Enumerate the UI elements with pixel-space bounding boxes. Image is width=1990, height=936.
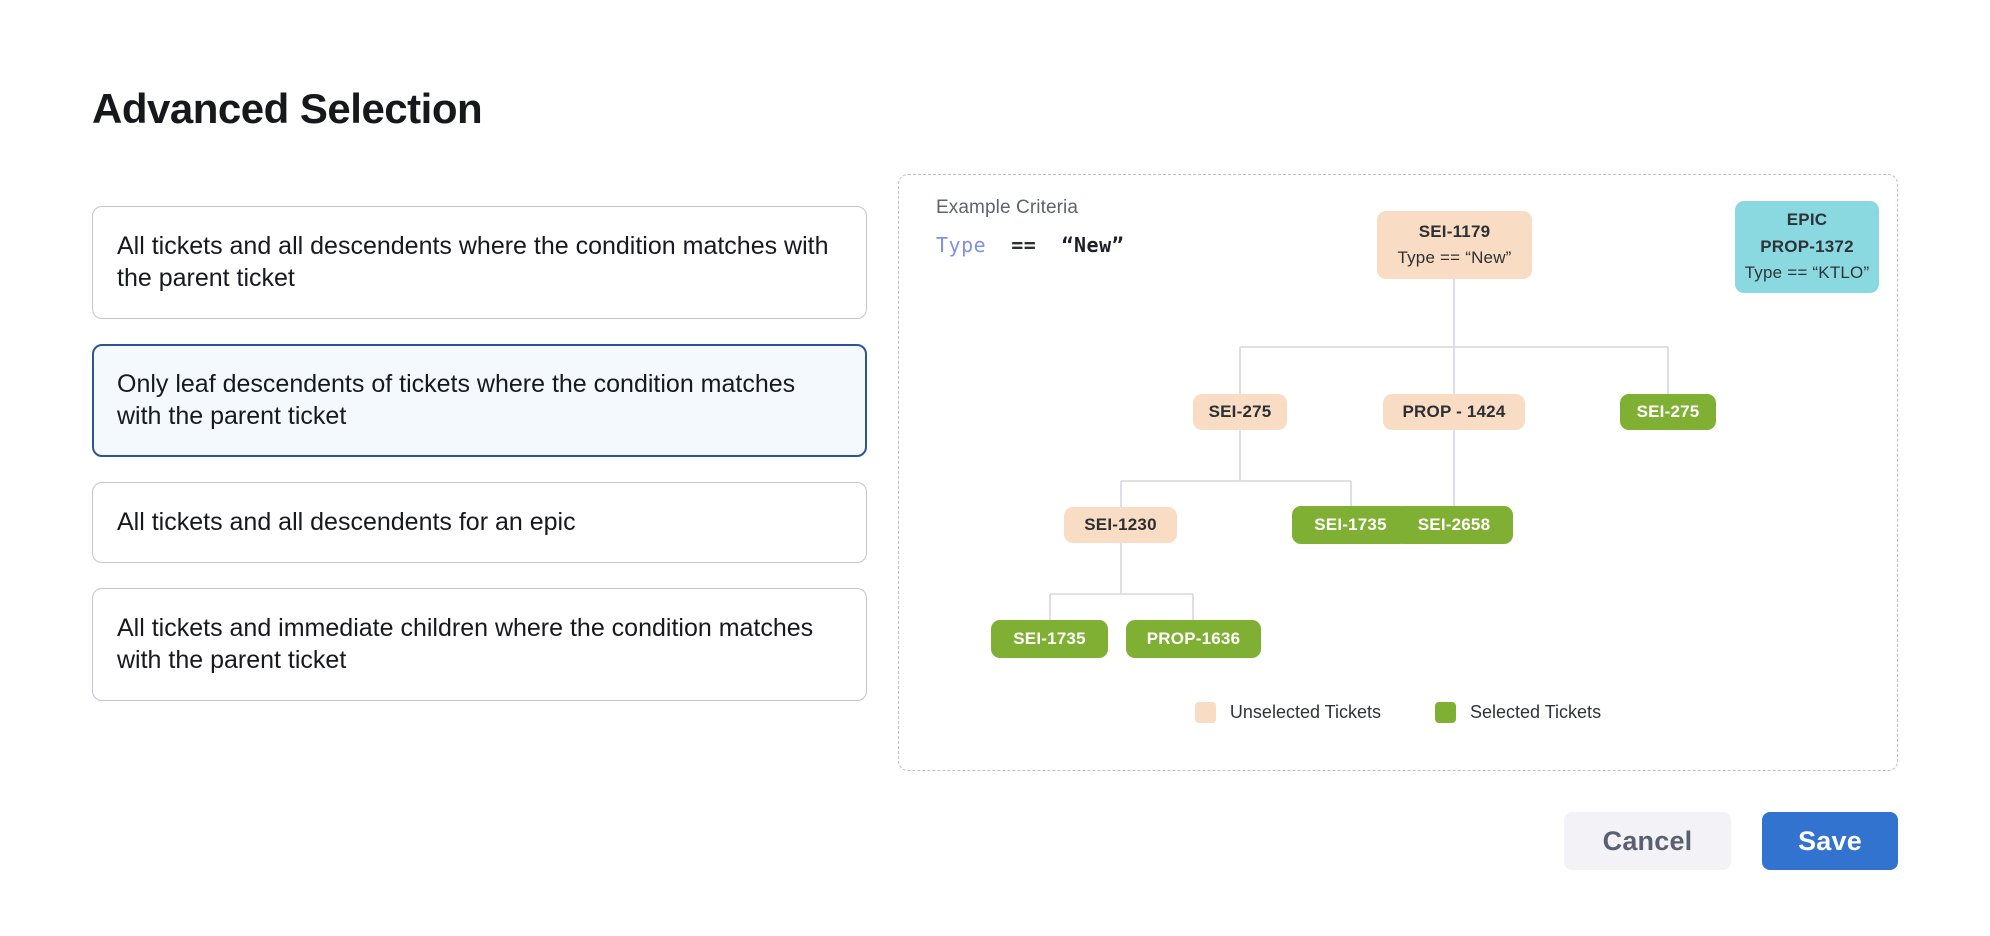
- option-all-descendents-condition[interactable]: All tickets and all descendents where th…: [92, 206, 867, 319]
- example-diagram-panel: Example Criteria Type == “New”: [898, 174, 1898, 771]
- node-condition: Type == “New”: [1397, 248, 1512, 267]
- selection-mode-options: All tickets and all descendents where th…: [92, 206, 867, 701]
- node-id: SEI-1735: [1013, 628, 1086, 648]
- node-id: SEI-1735: [1314, 514, 1387, 534]
- tree-node-prop-1636[interactable]: PROP-1636: [1126, 620, 1261, 658]
- tree-node-sei-1735-row3[interactable]: SEI-1735: [1292, 506, 1409, 544]
- page-title: Advanced Selection: [92, 85, 483, 133]
- tree-nodes: SEI-1179 Type == “New” EPIC PROP-1372 Ty…: [899, 175, 1897, 770]
- criteria-value: “New”: [1061, 233, 1125, 257]
- node-id: SEI-2658: [1417, 514, 1491, 534]
- node-id: SEI-275: [1208, 401, 1272, 421]
- option-label: All tickets and immediate children where…: [117, 614, 814, 674]
- option-all-descendents-epic[interactable]: All tickets and all descendents for an e…: [92, 482, 867, 563]
- legend-label: Unselected Tickets: [1229, 702, 1381, 722]
- legend-swatch-unselected-icon: [1194, 702, 1216, 723]
- legend-swatch-selected-icon: [1435, 702, 1456, 723]
- option-label: Only leaf descendents of tickets where t…: [117, 370, 796, 430]
- criteria-expression: Type == “New”: [936, 233, 1124, 257]
- node-id: PROP - 1424: [1402, 401, 1506, 421]
- node-id: SEI-275: [1636, 401, 1700, 421]
- tree-node-sei-2658[interactable]: SEI-2658: [1395, 506, 1513, 544]
- legend-label: Selected Tickets: [1470, 702, 1602, 722]
- tree-node-sei-1179[interactable]: SEI-1179 Type == “New”: [1377, 211, 1532, 279]
- tree-node-epic-prop-1372[interactable]: EPIC PROP-1372 Type == “KTLO”: [1735, 201, 1879, 293]
- criteria-label: Example Criteria: [936, 197, 1079, 218]
- save-button[interactable]: Save: [1762, 812, 1898, 870]
- tree-node-sei-1230[interactable]: SEI-1230: [1064, 507, 1177, 543]
- tree-node-sei-275-selected[interactable]: SEI-275: [1620, 394, 1716, 430]
- node-id: PROP-1372: [1760, 236, 1854, 256]
- tree-node-sei-275-row2[interactable]: SEI-275: [1193, 394, 1287, 430]
- node-condition: Type == “KTLO”: [1744, 263, 1870, 283]
- tree-node-sei-1735-row4[interactable]: SEI-1735: [991, 620, 1108, 658]
- diagram-legend: Unselected Tickets Selected Tickets: [899, 702, 1897, 723]
- criteria-operator: ==: [1011, 233, 1037, 257]
- tree-node-prop-1424[interactable]: PROP - 1424: [1383, 394, 1525, 430]
- cancel-button[interactable]: Cancel: [1564, 812, 1731, 870]
- option-immediate-children-condition[interactable]: All tickets and immediate children where…: [92, 588, 867, 701]
- dialog-footer: Cancel Save: [1564, 812, 1898, 870]
- node-id: SEI-1179: [1418, 221, 1491, 241]
- legend-item-unselected: Unselected Tickets: [1194, 702, 1381, 723]
- option-label: All tickets and all descendents for an e…: [117, 508, 576, 536]
- legend-item-selected: Selected Tickets: [1435, 702, 1601, 723]
- node-type: EPIC: [1786, 210, 1828, 230]
- node-id: SEI-1230: [1084, 514, 1157, 534]
- option-label: All tickets and all descendents where th…: [117, 232, 829, 292]
- criteria-field: Type: [936, 233, 987, 257]
- node-id: PROP-1636: [1146, 628, 1241, 648]
- option-leaf-descendents-condition[interactable]: Only leaf descendents of tickets where t…: [92, 344, 867, 457]
